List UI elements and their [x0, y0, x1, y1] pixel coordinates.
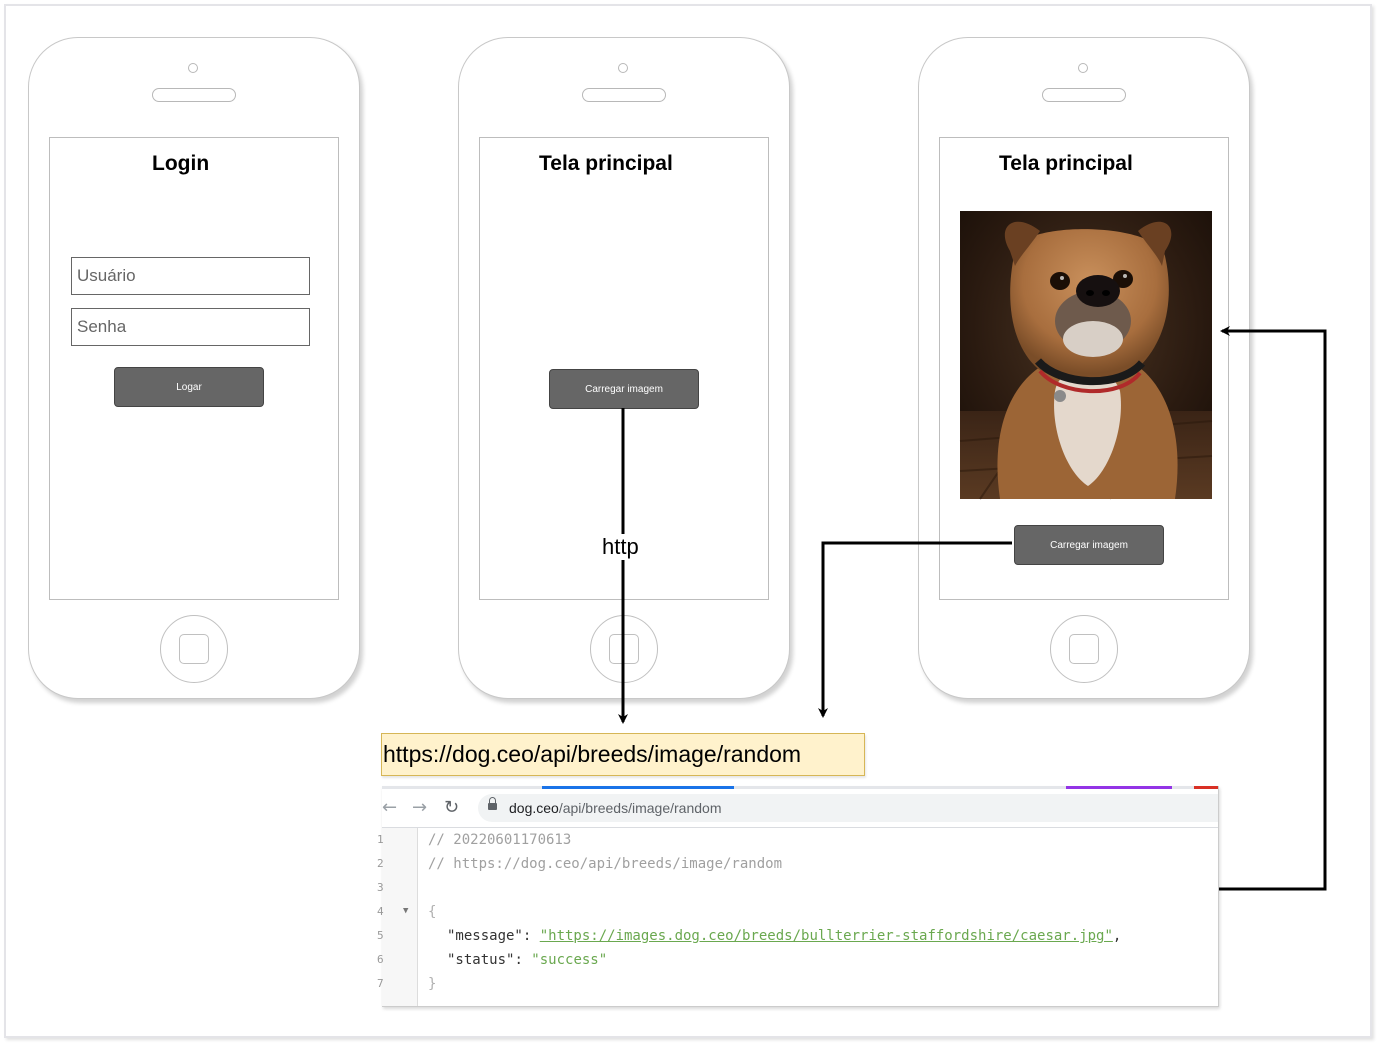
- line-number: 1: [377, 833, 384, 846]
- phone-screen: Tela principal: [939, 137, 1229, 600]
- code-line: 1 // 20220601170613: [377, 830, 1218, 854]
- json-string-value: "success": [531, 952, 608, 968]
- line-number: 3: [377, 881, 384, 894]
- api-url-box: https://dog.ceo/api/breeds/image/random: [381, 733, 865, 776]
- address-host: dog.ceo: [509, 800, 559, 816]
- json-key: "message": [447, 928, 523, 944]
- tab-indicator: [1194, 786, 1218, 789]
- code-text: // https://dog.ceo/api/breeds/image/rand…: [428, 856, 783, 872]
- line-gutter: [382, 828, 418, 1006]
- json-separator: :: [522, 928, 540, 944]
- json-comma: ,: [1112, 928, 1122, 944]
- code-line: 6 "status": "success": [377, 950, 1218, 974]
- json-link-value[interactable]: "https://images.dog.ceo/breeds/bullterri…: [539, 928, 1113, 944]
- active-tab-indicator: [542, 786, 734, 789]
- phone-main-empty: Tela principal Carregar imagem: [458, 37, 790, 699]
- line-number: 4: [377, 905, 384, 918]
- browser-window: ← → ↻ dog.ceo/api/breeds/image/random 1 …: [377, 786, 1219, 1007]
- address-bar[interactable]: dog.ceo/api/breeds/image/random: [478, 794, 1218, 822]
- address-path: /api/breeds/image/random: [558, 800, 722, 816]
- code-line: 5 "message": "https://images.dog.ceo/bre…: [377, 926, 1218, 950]
- line-number: 5: [377, 929, 384, 942]
- home-button-square: [179, 634, 209, 664]
- home-button[interactable]: [160, 615, 228, 683]
- reload-icon[interactable]: ↻: [444, 797, 460, 818]
- dog-photo: [959, 211, 1213, 500]
- login-button[interactable]: Logar: [114, 367, 264, 407]
- phone-speaker: [1042, 88, 1126, 102]
- json-separator: :: [514, 952, 532, 968]
- json-key: "status": [447, 952, 515, 968]
- code-text: {: [428, 904, 437, 920]
- home-button[interactable]: [1050, 615, 1118, 683]
- fold-toggle-icon[interactable]: ▼: [403, 906, 409, 916]
- line-number: 7: [377, 977, 384, 990]
- screen-title: Tela principal: [999, 152, 1133, 175]
- phone-camera: [618, 63, 628, 73]
- phone-speaker: [582, 88, 666, 102]
- username-field[interactable]: Usuário: [71, 257, 310, 295]
- lock-icon[interactable]: [488, 797, 497, 810]
- password-field[interactable]: Senha: [71, 308, 310, 346]
- outer-frame: [4, 4, 1372, 1038]
- http-label: http: [600, 534, 641, 560]
- screen-title: Login: [152, 152, 210, 175]
- code-line: 7 }: [377, 974, 1218, 998]
- address-text: dog.ceo/api/breeds/image/random: [509, 800, 721, 816]
- arrow-response: [1218, 326, 1327, 891]
- tab-indicator: [1066, 786, 1172, 789]
- phone-speaker: [152, 88, 236, 102]
- tab-strip: [382, 786, 1218, 789]
- browser-toolbar: ← → ↻ dog.ceo/api/breeds/image/random: [382, 789, 1218, 828]
- code-line: 2 // https://dog.ceo/api/breeds/image/ra…: [377, 854, 1218, 878]
- phone-camera: [188, 63, 198, 73]
- line-number: 2: [377, 857, 384, 870]
- code-line: 4 ▼ {: [377, 902, 1218, 926]
- phone-screen: Tela principal Carregar imagem: [479, 137, 769, 600]
- phone-camera: [1078, 63, 1088, 73]
- line-number: 6: [377, 953, 384, 966]
- code-text: "message": "https://images.dog.ceo/breed…: [447, 928, 1121, 944]
- arrow-reload-request: [818, 541, 1012, 718]
- phone-screen: Login Usuário Senha Logar: [49, 137, 339, 600]
- phone-login: Login Usuário Senha Logar: [28, 37, 360, 699]
- back-arrow-icon[interactable]: ←: [382, 797, 398, 818]
- json-viewer: 1 // 20220601170613 2 // https://dog.ceo…: [377, 828, 1218, 1006]
- load-image-button[interactable]: Carregar imagem: [1014, 525, 1164, 565]
- screen-title: Tela principal: [539, 152, 673, 175]
- phone-main-loaded: Tela principal: [918, 37, 1250, 699]
- forward-arrow-icon[interactable]: →: [412, 797, 428, 818]
- code-text: }: [428, 976, 437, 992]
- code-text: // 20220601170613: [428, 832, 572, 848]
- code-text: "status": "success": [447, 952, 607, 968]
- code-line: 3: [377, 878, 1218, 902]
- home-button-square: [1069, 634, 1099, 664]
